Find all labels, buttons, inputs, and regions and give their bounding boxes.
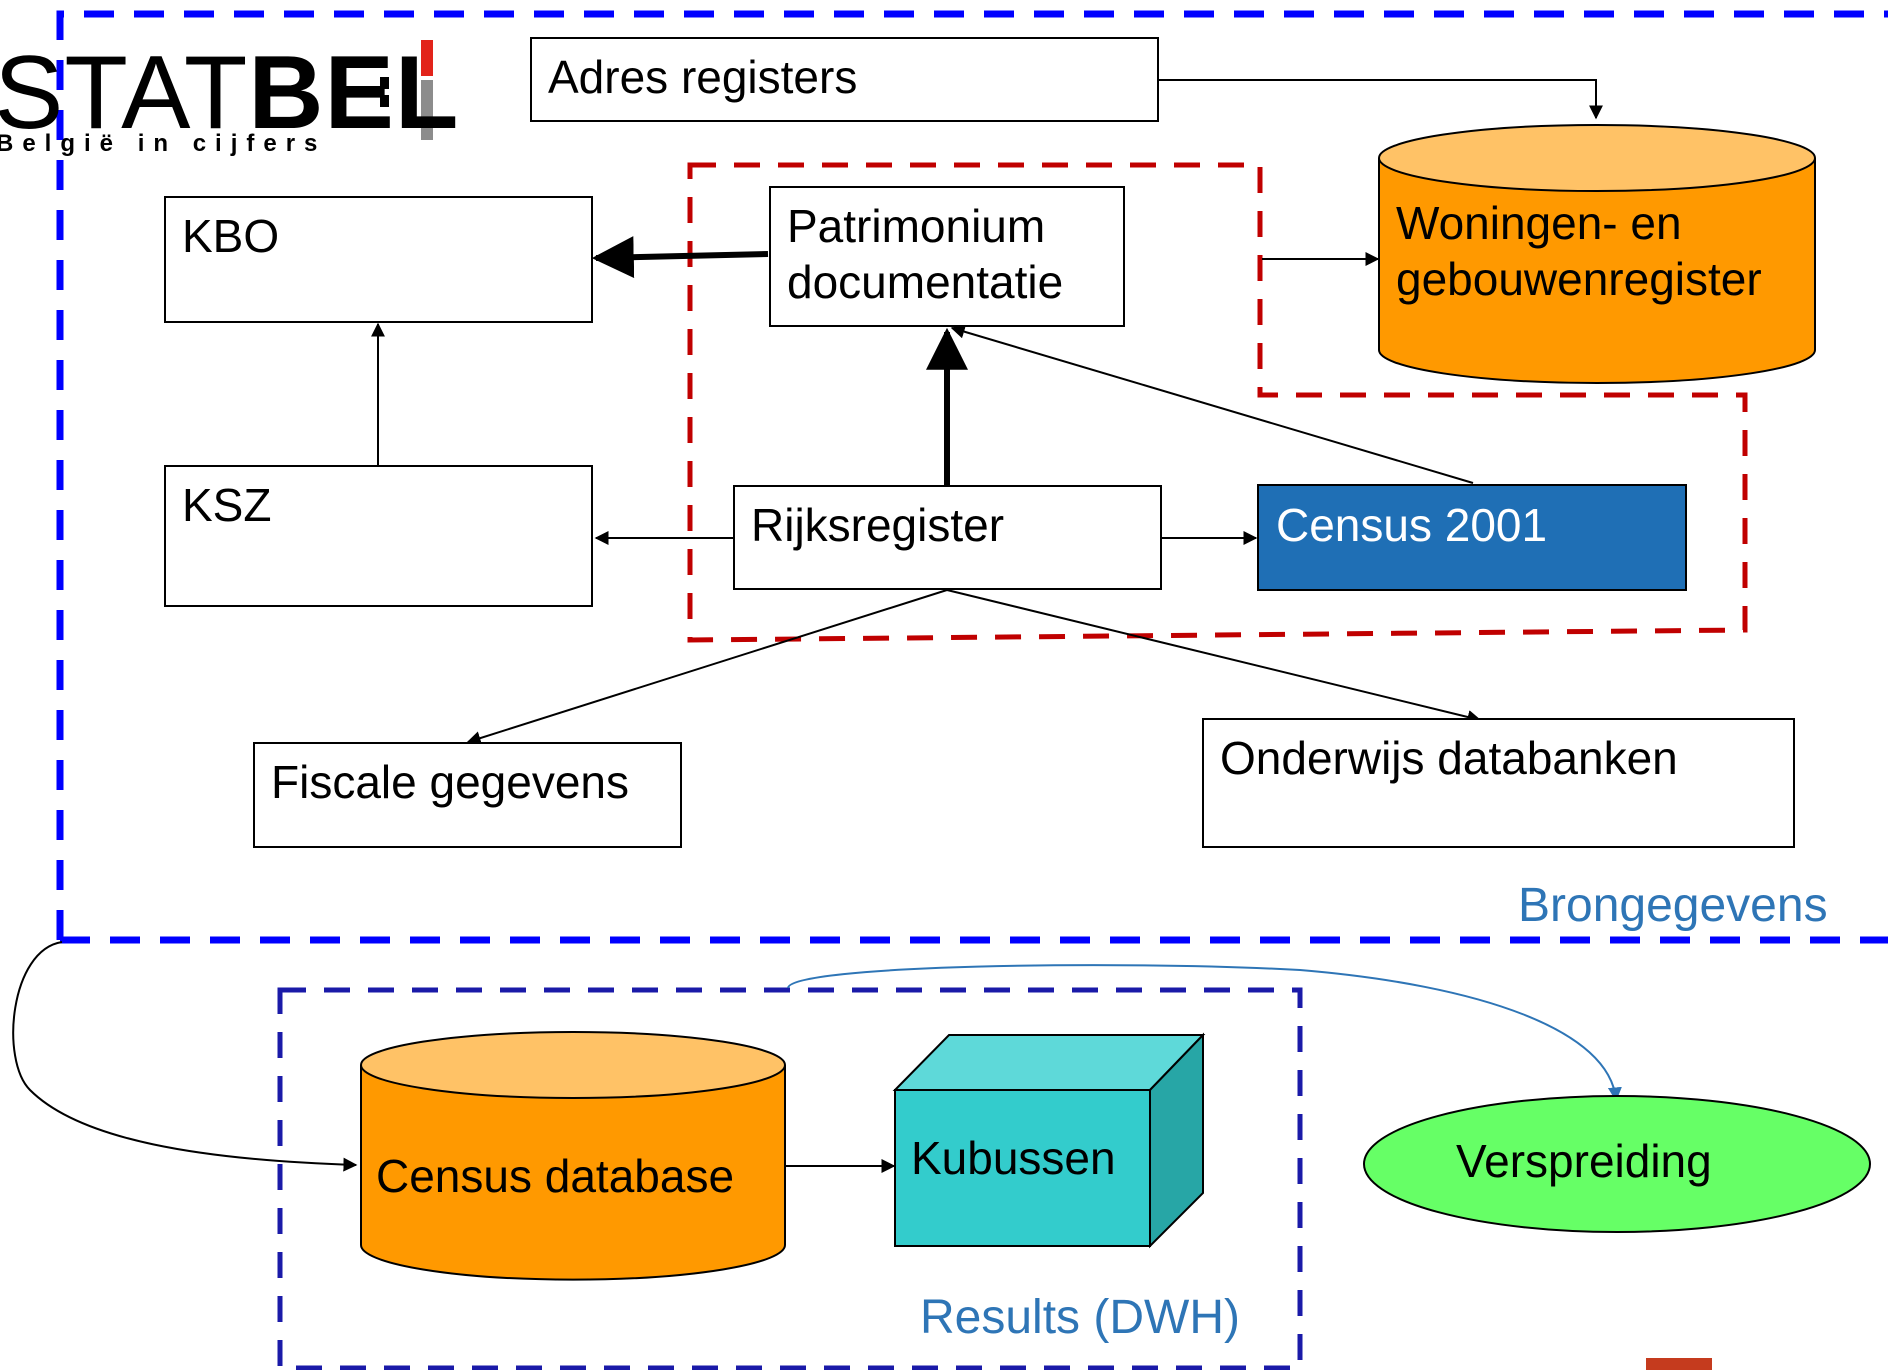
- arrow-patrimonium-to-kbo: [591, 236, 769, 279]
- results-region-border: [277, 987, 1303, 1370]
- woningen-register-label-line2: gebouwenregister: [1396, 253, 1762, 305]
- census-2001-box: [1257, 484, 1687, 591]
- arrow-census2001-to-patrimonium: [950, 324, 1474, 484]
- woningen-register-label-line1: Woningen- en: [1396, 197, 1682, 249]
- census-database-cylinder: [360, 1031, 786, 1281]
- ksz-box: KSZ: [164, 465, 593, 607]
- patrimonium-box: Patrimonium documentatie: [769, 186, 1125, 327]
- statbel-logo-tagline: België in cijfers: [0, 130, 327, 157]
- statbel-logo-mark: [380, 40, 433, 140]
- brongegevens-region-label: Brongegevens: [1518, 879, 1828, 932]
- onderwijs-databanken-label: Onderwijs databanken: [1220, 732, 1678, 784]
- onderwijs-databanken-box: Onderwijs databanken: [1202, 718, 1795, 848]
- arrow-rijksregister-to-onderwijs: [946, 589, 1482, 724]
- arrow-rijksregister-to-fiscale: [466, 589, 948, 745]
- kubussen-label: Kubussen: [911, 1132, 1116, 1184]
- verspreiding-label: Verspreiding: [1456, 1135, 1712, 1187]
- arrow-adres-to-woningen: [1158, 79, 1603, 120]
- arrow-brongegevens-to-census-database: [12, 941, 358, 1172]
- adres-registers-box: Adres registers: [530, 37, 1159, 122]
- census-database-label: Census database: [376, 1150, 735, 1202]
- kubussen-cube: [892, 1032, 1206, 1249]
- woningen-register-cylinder: [1378, 124, 1816, 384]
- corner-marker: [1646, 1358, 1712, 1370]
- kbo-label: KBO: [182, 210, 280, 262]
- adres-registers-label: Adres registers: [548, 51, 858, 103]
- arrow-results-to-verspreiding: [787, 964, 1622, 1102]
- brongegevens-region-border: [56, 10, 1888, 944]
- census-source-region-border: [687, 162, 1748, 643]
- statbel-logo-wordmark: STATBEL: [0, 35, 460, 151]
- kbo-box: KBO: [164, 196, 593, 323]
- patrimonium-label-line1: Patrimonium: [787, 200, 1046, 252]
- verspreiding-ellipse: [1363, 1095, 1871, 1233]
- results-region-label: Results (DWH): [920, 1291, 1240, 1344]
- fiscale-gegevens-box: Fiscale gegevens: [253, 742, 682, 848]
- census-2001-label: Census 2001: [1276, 499, 1548, 551]
- fiscale-gegevens-label: Fiscale gegevens: [271, 756, 629, 808]
- rijksregister-box: Rijksregister: [733, 485, 1162, 590]
- patrimonium-label-line2: documentatie: [787, 256, 1064, 308]
- ksz-label: KSZ: [182, 479, 272, 531]
- rijksregister-label: Rijksregister: [751, 499, 1005, 551]
